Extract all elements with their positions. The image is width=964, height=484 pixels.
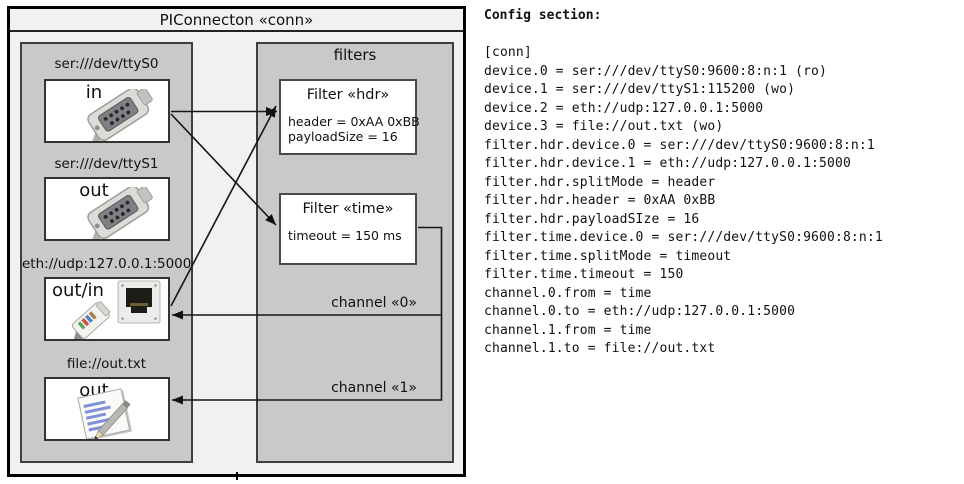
device-port-label: out/in [52, 280, 104, 301]
filters-panel-title: filters [333, 46, 377, 64]
device-port-label: in [85, 82, 103, 103]
device-box-file-out: out [44, 377, 170, 441]
device-box-ttys0-in: in [44, 79, 170, 143]
device-label-eth: eth://udp:127.0.0.1:5000 [22, 256, 192, 272]
device-box-eth-outin: out/in [44, 277, 170, 341]
diagram-title: PIConnecton «conn» [10, 9, 463, 32]
filter-hdr-properties: header = 0xAA 0xBB payloadSize = 16 [288, 114, 420, 144]
device-port-label: out [79, 180, 109, 201]
border-tick [236, 472, 238, 480]
device-box-ttys1-out: out [44, 177, 170, 241]
filter-time-properties: timeout = 150 ms [288, 228, 402, 243]
filter-hdr-box: Filter «hdr» header = 0xAA 0xBB payloadS… [279, 79, 420, 155]
filters-panel: filters Filter «hdr» header = 0xAA 0xBB … [256, 42, 454, 463]
device-port-label: out [79, 380, 109, 401]
filter-hdr-title: Filter «hdr» [306, 87, 390, 103]
filter-time-box: Filter «time» timeout = 150 ms [279, 193, 417, 265]
channel-0-label: channel «0» [331, 295, 417, 311]
device-label-file: file://out.txt [66, 356, 147, 372]
device-label-ttys0: ser:///dev/ttyS0 [54, 56, 159, 72]
piconnecton-diagram: PIConnecton «conn» ser:///dev/ttyS0 in [7, 6, 466, 480]
device-label-ttys1: ser:///dev/ttyS1 [54, 156, 159, 172]
config-lines: [conn] device.0 = ser:///dev/ttyS0:9600:… [484, 45, 883, 356]
config-heading: Config section: [484, 8, 602, 23]
channel-1-label: channel «1» [331, 380, 417, 396]
filter-time-title: Filter «time» [302, 201, 394, 217]
devices-panel: ser:///dev/ttyS0 in ser:///dev/ttyS1 [20, 42, 193, 463]
